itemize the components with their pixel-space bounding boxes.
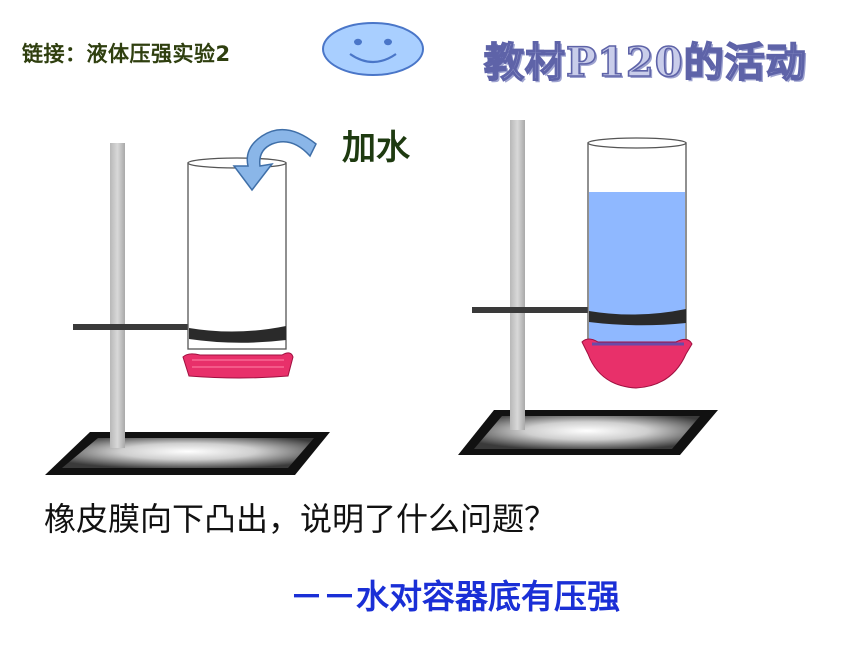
link-title: 链接：液体压强实验2: [22, 42, 231, 66]
right-apparatus: [458, 120, 718, 455]
answer-text: －－水对容器底有压强: [290, 577, 620, 616]
left-apparatus: [45, 143, 330, 475]
question-text: 橡皮膜向下凸出，说明了什么问题？: [44, 500, 557, 538]
curved-arrow-icon: [232, 128, 317, 192]
left-clamp-rod: [73, 324, 195, 330]
textbook-activity-title: 教材P120的活动: [483, 38, 807, 87]
add-water-label: 加水: [342, 128, 410, 168]
right-membrane-bulge: [581, 338, 693, 389]
left-tube: [187, 162, 287, 350]
right-clamp-band: [589, 309, 686, 326]
right-stand-pole: [510, 120, 525, 430]
left-stand-pole: [110, 143, 125, 448]
left-membrane: [182, 352, 294, 379]
right-clamp-rod: [472, 307, 594, 313]
left-clamp-band: [189, 326, 286, 343]
smiley-face-icon: [322, 22, 424, 76]
